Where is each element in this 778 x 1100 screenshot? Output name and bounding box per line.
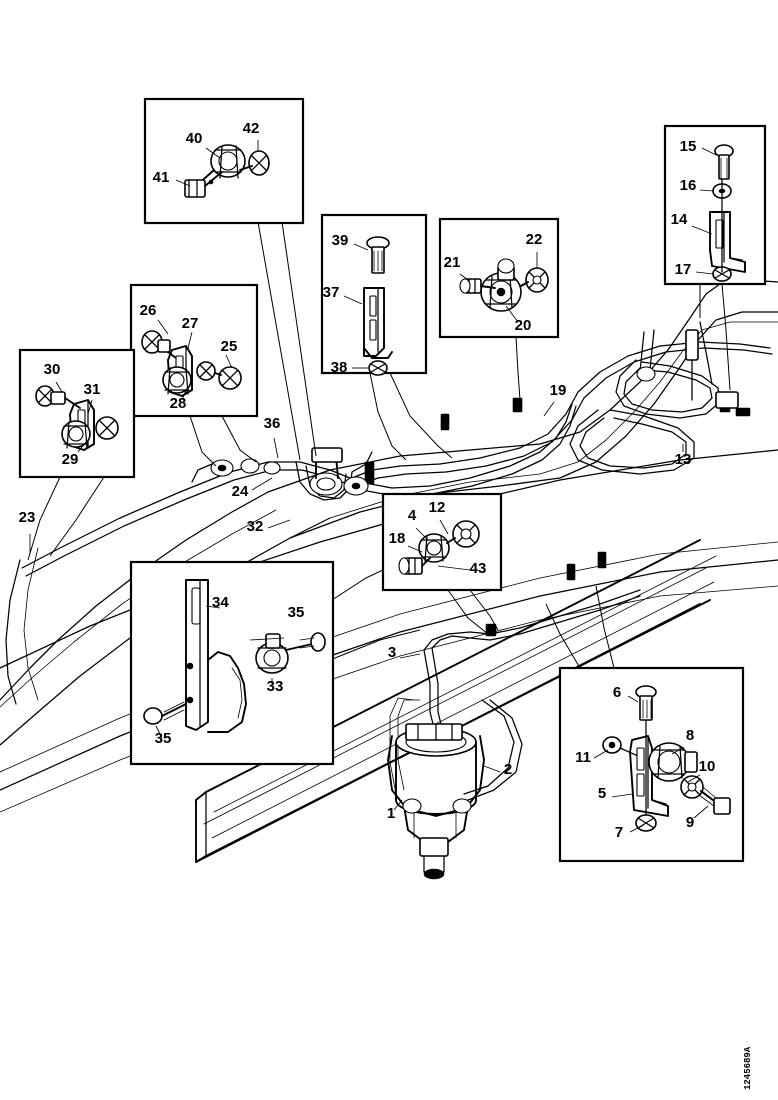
label-14: 14: [671, 211, 688, 228]
label-37: 37: [323, 284, 340, 301]
part-9-bolt: [698, 786, 731, 815]
label-32: 32: [247, 518, 264, 535]
part-15-bolt: [714, 144, 734, 180]
callout-box-25-28: 26 27 25 28: [129, 283, 259, 418]
label-13: 13: [675, 451, 692, 468]
label-28: 28: [170, 395, 187, 412]
label-42: 42: [243, 120, 260, 137]
part-7-nut: [635, 814, 657, 832]
filter-canister-assembly: [387, 723, 485, 880]
label-24: 24: [232, 483, 249, 500]
label-36: 36: [264, 415, 281, 432]
callout-box-20-22: 21 22 20: [438, 217, 560, 339]
label-3: 3: [388, 644, 396, 661]
label-18: 18: [389, 530, 406, 547]
part-5-bracket: [629, 735, 669, 817]
label-9: 9: [686, 814, 694, 831]
part-25-nut: [196, 361, 242, 390]
label-43: 43: [470, 560, 487, 577]
label-23: 23: [19, 509, 36, 526]
label-27: 27: [182, 315, 199, 332]
label-2: 2: [504, 761, 512, 778]
part-20-valve: [480, 258, 522, 312]
part-38-nut: [368, 360, 388, 376]
main-diagram-labels: 23 36 24 32 19 13 3 2 1: [19, 382, 692, 822]
label-38: 38: [331, 359, 348, 376]
callout-box-40-42: 40 42 41: [143, 97, 305, 225]
label-35-upper: 35: [288, 604, 305, 621]
label-39: 39: [332, 232, 349, 249]
part-18-fitting: [398, 557, 431, 575]
part-30-fitting: [35, 385, 81, 409]
right-bracket-cluster: [636, 321, 739, 409]
label-29: 29: [62, 451, 79, 468]
part-28-clamp: [162, 366, 192, 395]
label-34: 34: [212, 594, 229, 611]
label-26: 26: [140, 302, 157, 319]
part-35-bolt-upper: [299, 632, 326, 652]
callout-box-33-35: 34 35 33 35: [129, 560, 335, 766]
label-7: 7: [615, 824, 623, 841]
label-20: 20: [515, 317, 532, 334]
label-8: 8: [686, 727, 694, 744]
label-41: 41: [153, 169, 170, 186]
label-1: 1: [387, 805, 395, 822]
label-19: 19: [550, 382, 567, 399]
center-clamp-cluster: [295, 447, 373, 501]
watermark-text: 1245689A: [743, 1046, 753, 1090]
callout-leader-lines: [27, 221, 731, 669]
label-4: 4: [408, 507, 417, 524]
label-16: 16: [680, 177, 697, 194]
part-29-nut: [95, 416, 119, 440]
label-11: 11: [575, 749, 591, 766]
label-12: 12: [429, 499, 446, 516]
label-40: 40: [186, 130, 203, 147]
label-30: 30: [44, 361, 61, 378]
callout-box-5-11: 6 8 11 10 5 9 7: [558, 666, 745, 863]
part-40-group: [184, 144, 270, 198]
label-22: 22: [526, 231, 543, 248]
label-33: 33: [267, 678, 284, 695]
part-11-washer: [602, 736, 639, 757]
part-34-shield: [185, 579, 247, 733]
callout-box-15-17: 15 16 14 17: [663, 124, 767, 286]
label-17: 17: [675, 261, 692, 278]
label-10: 10: [699, 758, 716, 775]
chassis-artwork: [0, 279, 778, 880]
label-35-lower: 35: [155, 730, 172, 747]
part-39-bolt: [366, 236, 390, 274]
part-26-fitting: [141, 330, 177, 359]
part-22-nut: [525, 267, 549, 293]
part-4-valve: [418, 533, 450, 563]
part-37-bracket: [363, 287, 393, 359]
part-33-clamp: [255, 633, 313, 674]
part-14-bracket: [709, 211, 746, 273]
part-21-fitting: [459, 278, 496, 294]
callout-box-4-43: 4 12 18 43: [381, 492, 503, 592]
label-21: 21: [444, 254, 461, 271]
left-clamp-cluster: [191, 458, 281, 483]
part-8-pump: [648, 742, 698, 782]
label-31: 31: [84, 381, 101, 398]
part-35-bolt-lower: [143, 701, 187, 725]
label-15: 15: [680, 138, 697, 155]
label-25: 25: [221, 338, 238, 355]
part-29-clamp: [61, 420, 91, 449]
label-5: 5: [598, 785, 606, 802]
callout-box-29-31: 30 31 29: [18, 348, 136, 479]
callout-box-37-39: 39 37 38: [320, 213, 428, 376]
part-12-nut: [452, 520, 480, 548]
sheet-watermark: 1245689A: [743, 1046, 753, 1090]
label-6: 6: [613, 684, 621, 701]
